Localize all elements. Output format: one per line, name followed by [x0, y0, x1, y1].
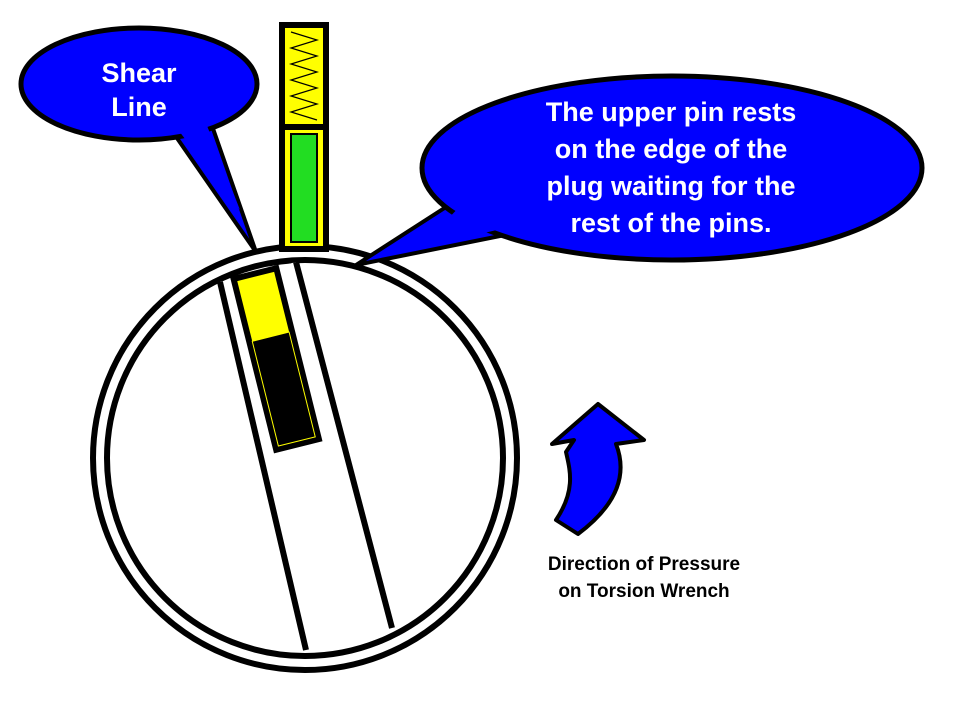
key-pin-bottom: [251, 331, 316, 447]
pressure-caption-line2: on Torsion Wrench: [558, 581, 730, 602]
keyway-left-edge: [217, 281, 309, 651]
spring-pin-divider: [285, 124, 323, 130]
shear-line-bubble: [18, 25, 260, 143]
pressure-caption: Direction of Pressure on Torsion Wrench: [506, 551, 782, 605]
lock-cylinder: [90, 243, 520, 673]
upper-pin-stack: [279, 22, 329, 252]
upper-pin-label: The upper pin rests on the edge of the p…: [470, 94, 872, 242]
shear-line-callout: [18, 25, 260, 254]
upper-pin-pointer-fill: [420, 200, 514, 248]
upper-pin-bubble: [419, 73, 925, 263]
key-pin-top: [237, 271, 290, 342]
rotation-arrow-shape: [550, 402, 646, 536]
shear-line-label: Shear Line: [72, 56, 206, 124]
upper-pin-label-line2: on the edge of the: [554, 134, 788, 164]
pressure-caption-line1: Direction of Pressure: [547, 554, 741, 575]
rotation-arrow-icon: [550, 402, 646, 536]
keyway-right-edge: [293, 261, 395, 629]
spring-icon: [288, 31, 320, 121]
upper-pin: [290, 133, 318, 243]
upper-pin-callout: [354, 73, 925, 267]
upper-pin-label-line1: The upper pin rests: [545, 97, 797, 127]
key-pin: [229, 264, 323, 454]
shear-line-pointer: [168, 118, 258, 254]
shear-line-pointer-fill: [172, 118, 240, 210]
upper-pin-label-line4: rest of the pins.: [570, 208, 772, 238]
shear-line-label-line1: Shear: [101, 58, 177, 88]
shear-line-label-line2: Line: [111, 92, 167, 122]
upper-pin-label-line3: plug waiting for the: [546, 171, 796, 201]
